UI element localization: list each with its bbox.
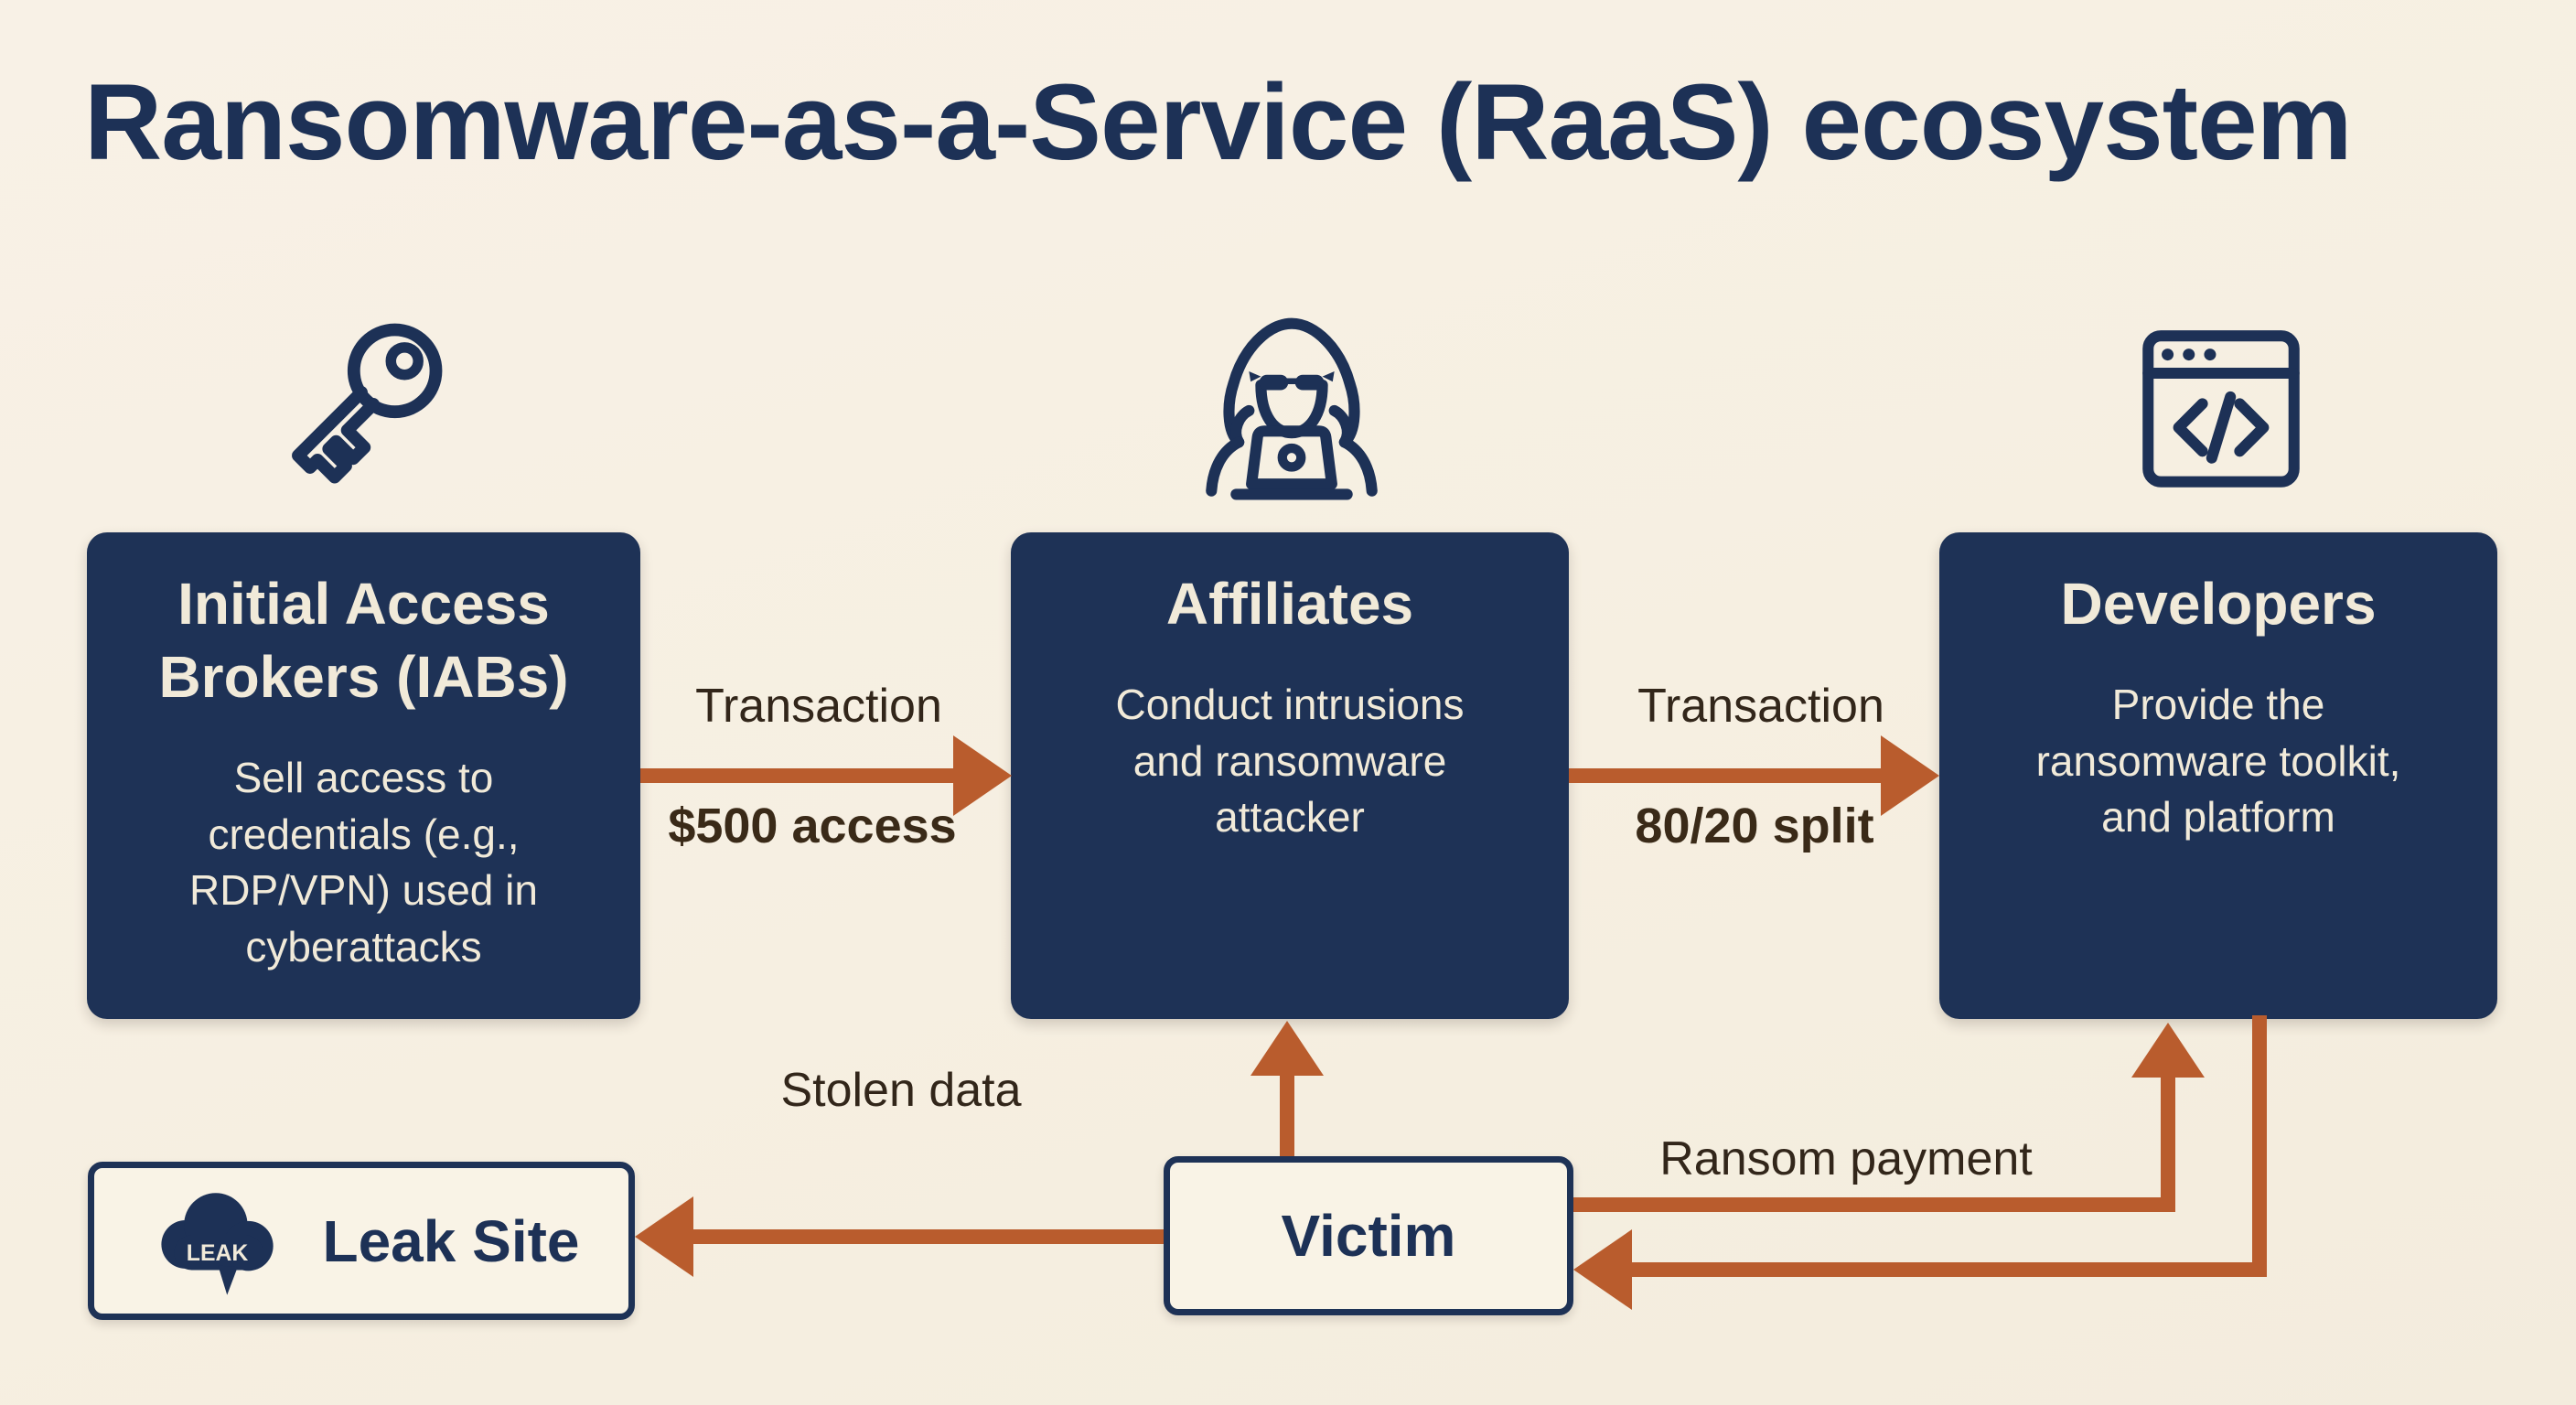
edge-label-ransom-payment: Ransom payment (1659, 1132, 2033, 1185)
arrow-line-ransom-horizontal (1573, 1197, 2175, 1212)
arrow-line-developers-to-victim (1630, 1262, 2267, 1277)
page-title: Ransomware-as-a-Service (RaaS) ecosystem (84, 62, 2353, 183)
node-initial-access-brokers: Initial Access Brokers (IABs) Sell acces… (87, 532, 640, 1019)
arrow-line-victim-to-affiliates (1280, 1076, 1294, 1156)
node-victim: Victim (1164, 1156, 1573, 1315)
arrow-line-developers-down (2252, 1015, 2267, 1277)
edge-amount-8020-split: 80/20 split (1635, 799, 1874, 853)
arrowhead-victim-to-affiliates (1250, 1021, 1324, 1076)
code-window-icon (2142, 330, 2300, 488)
arrowhead-victim-to-developers (2131, 1023, 2205, 1078)
hacker-icon (1206, 317, 1378, 500)
arrowhead-affiliates-to-developers (1881, 735, 1939, 816)
arrowhead-iab-to-affiliates (953, 735, 1012, 816)
node-title: Developers (2060, 571, 2377, 637)
node-title: Initial Access Brokers (IABs) (158, 571, 569, 710)
node-title: Victim (1281, 1203, 1456, 1269)
arrow-line-victim-to-leak (692, 1229, 1164, 1244)
arrowhead-developers-to-victim (1573, 1229, 1632, 1310)
arrow-line-affiliates-to-developers (1569, 768, 1883, 783)
node-title: Leak Site (322, 1207, 580, 1274)
arrowhead-victim-to-leak (635, 1196, 693, 1277)
edge-label-stolen-data: Stolen data (780, 1064, 1022, 1117)
edge-amount-500-access: $500 access (668, 799, 957, 853)
key-icon (292, 323, 443, 484)
node-description: Sell access to credentials (e.g., RDP/VP… (189, 754, 538, 971)
node-affiliates: Affiliates Conduct intrusions and ransom… (1011, 532, 1569, 1019)
leak-cloud-icon: LEAK (161, 1192, 274, 1295)
node-title: Affiliates (1165, 571, 1414, 637)
node-leak-site: LEAK Leak Site (88, 1162, 635, 1320)
edge-label-transaction-left: Transaction (695, 680, 942, 733)
leak-icon-label: LEAK (187, 1240, 249, 1265)
node-description: Conduct intrusions and ransomware attack… (1115, 681, 1465, 842)
arrow-line-iab-to-affiliates (640, 768, 955, 783)
arrow-line-ransom-vertical (2161, 1078, 2175, 1212)
node-description: Provide the ransomware toolkit, and plat… (2035, 681, 2401, 842)
edge-label-transaction-right: Transaction (1637, 680, 1884, 733)
node-developers: Developers Provide the ransomware toolki… (1939, 532, 2497, 1019)
